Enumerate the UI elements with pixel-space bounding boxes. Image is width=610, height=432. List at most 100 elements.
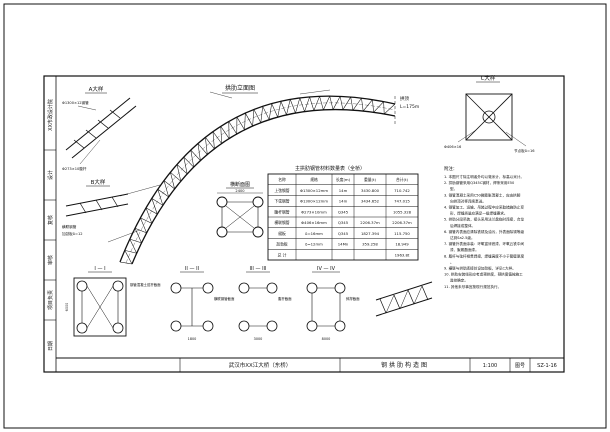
outer-frame (3, 3, 607, 429)
detail-c-callout-2: 节点板δ=16 (514, 148, 535, 153)
section-3: III — III 腹杆截面 3000 (238, 266, 292, 341)
drawing-title: 钢拱肋构造图 (381, 361, 429, 369)
table-cell: δ=12mm (305, 242, 323, 247)
detail-c-callout-1: Φ406×16 (444, 145, 462, 149)
detail-a-title: A大样 (89, 85, 104, 93)
web-vertical (271, 103, 278, 118)
general-notes: 附注： 1. 本图尺寸除注明者外均以毫米计，标高以米计。2. 拱肋钢管采用Q34… (444, 165, 524, 289)
web-diagonal (170, 172, 175, 189)
table-header-cell: 合计(t) (396, 177, 409, 182)
arch-top-label: 拱顶 (400, 95, 409, 102)
table-cell: 腹杆钢管 (274, 209, 289, 214)
table-cell: 1827.394 (361, 231, 380, 236)
table-header-cell: 长度(m) (336, 177, 351, 182)
table-cell: Q345 (338, 209, 349, 214)
table-cell: 747.015 (394, 199, 410, 204)
section-1-dim: 6000 (65, 303, 69, 312)
arch-lower-chord (131, 108, 396, 265)
detail-b: B大样 横联钢管 加劲板δ=12 (62, 178, 129, 236)
sheet-number: SZ-1-16 (537, 363, 557, 369)
section-2-title: II — II (185, 266, 199, 272)
table-cell: δ=16mm (305, 231, 323, 236)
table-grid (268, 174, 418, 260)
table-cell: 14m (339, 188, 348, 193)
table-cell: Q345 (338, 220, 349, 225)
section-views: I — I 6000 钢管混凝土弦杆截面 II — II 横联钢管截面 (65, 266, 360, 341)
note-item: 4. 钢管加工、运输、吊装过程中应采取措施防止变形，焊缝质量应满足一级焊缝要求。 (444, 205, 524, 216)
section-3-note: 腹杆截面 (278, 296, 292, 301)
notes-list: 1. 本图尺寸除注明者外均以毫米计，标高以米计。2. 拱肋钢管采用Q345C钢材… (444, 174, 524, 289)
web-diagonal (352, 97, 362, 111)
table-header-cell: 规格 (310, 177, 318, 182)
table-cell: 加劲板 (276, 242, 288, 247)
side-label-2: 复核 (47, 215, 54, 225)
web-vertical (350, 97, 354, 111)
cross-section-dim: 2400 (235, 189, 245, 193)
web-vertical (289, 99, 296, 114)
table-cell: 710.742 (394, 188, 410, 193)
cross-section-view: 横断面图 2400 (216, 181, 264, 238)
section-4-title: IV — IV (317, 266, 336, 272)
note-item: 7. 钢管外表面涂装：环氧富锌底漆、环氧云铁中间漆、聚氨酯面漆。 (444, 241, 524, 252)
table-cell: 横联钢管 (274, 220, 289, 225)
web-diagonal (220, 126, 222, 144)
section-1-note: 钢管混凝土弦杆截面 (130, 282, 161, 287)
detail-c: C大样 Φ406×16 节点板δ=16 (444, 74, 535, 153)
note-item: 1. 本图尺寸除注明者外均以毫米计，标高以米计。 (444, 174, 524, 179)
web-diagonal (205, 137, 208, 155)
table-cell: 1963.8t (395, 252, 410, 257)
detail-b-callout-2: 加劲板δ=12 (62, 231, 83, 236)
table-cell: 18.949 (395, 242, 409, 247)
section-4: IV — IV 斜撑截面 8000 (306, 266, 360, 341)
arch-center-line (125, 102, 396, 264)
table-cell: Φ1300×12mm (300, 188, 328, 193)
arch-span-label: L=175m (400, 104, 419, 110)
web-vertical (236, 116, 245, 130)
detail-a: A大样 Φ1300×12钢管 Φ273×10腹杆 (62, 85, 137, 171)
side-label-4: 项目负责 (47, 290, 54, 310)
table-header-cell: 名称 (278, 177, 286, 182)
main-elevation-title: 拱肋立面图 (225, 84, 255, 92)
web-vertical (134, 228, 147, 234)
scale: 1:100 (483, 363, 497, 369)
table-cell: Q345 (338, 231, 349, 236)
side-label-0: XX市政设计院 (47, 99, 54, 131)
note-item: 3. 钢管混凝土采用C50微膨胀混凝土，应由拱脚向拱顶对称连续泵送。 (444, 192, 521, 203)
table-cell: 上弦钢管 (274, 188, 289, 193)
table-cell: 115.750 (394, 231, 410, 236)
web-diagonal (140, 217, 147, 234)
table-cell: 3434.652 (361, 199, 380, 204)
section-2-note: 横联钢管截面 (214, 296, 235, 301)
web-vertical (220, 126, 230, 139)
table-cell: Φ406×16mm (301, 220, 327, 225)
truss-detail-bottom (375, 281, 433, 317)
note-item: 6. 钢管内表面应清除铁锈及油污，外表面除锈等级达到Sa2.5级。 (444, 229, 524, 240)
note-item: 5. 拱肋分段吊装，接头采用法兰盘临时连接，合龙后焊接成整体。 (444, 217, 524, 228)
table-cell: 14Mn (338, 242, 349, 247)
side-label-5: 日期 (48, 341, 54, 351)
detail-b-callout-1: 横联钢管 (62, 224, 77, 229)
table-cell: 2206.37m (360, 220, 380, 225)
detail-a-callout-1: Φ1300×12钢管 (62, 100, 89, 105)
section-3-dim: 3000 (254, 337, 263, 341)
web-diagonal (295, 97, 301, 114)
table-cell: 3430.800 (361, 188, 380, 193)
section-1: I — I 6000 钢管混凝土弦杆截面 (65, 266, 161, 337)
web-diagonal (145, 207, 153, 224)
note-item: 10. 拱肋安装线形应考虑预拱度，预拱度值按施工监控确定。 (444, 272, 523, 283)
web-diagonal (134, 228, 142, 244)
section-4-dim: 8000 (322, 337, 331, 341)
detail-a-callout-2: Φ273×10腹杆 (62, 166, 87, 171)
note-item: 11. 其他未尽事宜按现行规范执行。 (444, 284, 501, 289)
table-cell: Φ273×10mm (301, 209, 327, 214)
left-title-strip: XX市政设计院 设计 复核 审核 项目负责 日期 (43, 75, 57, 373)
section-3-title: III — III (249, 266, 266, 272)
table-cells: 名称 规格 长度(m) 重量(t) 合计(t) 上弦钢管 Φ1300×12mm 14m 3430… (274, 177, 412, 257)
web-diagonal (313, 96, 320, 111)
table-cell: 下弦钢管 (274, 199, 289, 204)
table-header-cell: 重量(t) (364, 177, 377, 182)
side-label-1: 设计 (47, 170, 54, 180)
